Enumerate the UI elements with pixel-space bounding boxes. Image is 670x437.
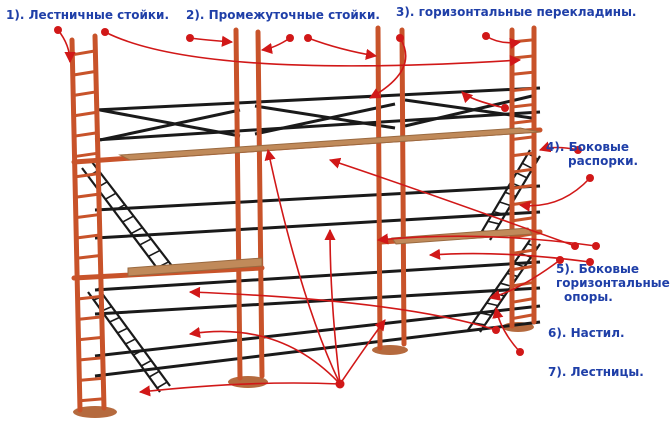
label-side-braces: 4). Боковые распорки. (546, 140, 638, 168)
label-text-line2: горизонтальные (556, 276, 670, 290)
ladder-rung (511, 119, 535, 125)
stair-step (156, 381, 168, 389)
ladder-rung (511, 151, 535, 158)
ladder-rung (76, 253, 101, 260)
ladder-rung (79, 376, 104, 382)
label-text: Лестничные стойки. (28, 8, 169, 22)
label-number: 6). (548, 326, 567, 340)
ladder-rung (75, 213, 100, 220)
label-number: 2). (186, 8, 205, 22)
ladder-rung (511, 167, 535, 174)
ladder-rung (511, 70, 535, 76)
ladder-rung (511, 54, 535, 60)
label-number: 1). (6, 8, 25, 22)
ladder-rung (72, 90, 97, 97)
stair-step (113, 203, 126, 212)
ladder-rung (76, 233, 101, 240)
label-text: Боковые (568, 140, 629, 154)
ladder-standards (69, 25, 537, 413)
ladder-rung (74, 172, 99, 179)
stair-step (513, 262, 525, 268)
ladder-rung (73, 131, 98, 138)
stair-step (130, 226, 143, 235)
label-side-horizontal-supports: 5). Боковые горизонтальные опоры. (556, 262, 670, 304)
ladder-rung (511, 86, 535, 93)
stair-step (493, 210, 506, 216)
ladder-rung (79, 397, 104, 403)
label-number: 7). (548, 365, 567, 379)
label-ladder-standards: 1). Лестничные стойки. (6, 8, 169, 22)
intermediate-standards (233, 25, 407, 381)
stair-step (125, 338, 136, 345)
label-text: Лестницы. (570, 365, 644, 379)
label-deck: 6). Настил. (548, 326, 625, 340)
ladder-rung (511, 248, 535, 255)
ladder-rung (72, 69, 97, 77)
label-text: горизонтальные перекладины. (418, 5, 637, 19)
callout-dots (54, 26, 600, 389)
ladder-rung (75, 192, 100, 199)
stair-step (140, 359, 152, 367)
label-text: Промежуточные стойки. (208, 8, 380, 22)
ladder-rung (511, 313, 535, 321)
label-text: Боковые (578, 262, 639, 276)
stair-step (500, 282, 512, 288)
stair-step (105, 192, 117, 200)
stair-step (147, 249, 161, 258)
stair-step (117, 327, 128, 334)
ladder-rung (511, 264, 535, 272)
stair-step (499, 201, 511, 207)
frame-beams (71, 127, 543, 281)
ladder-rung (511, 199, 535, 207)
label-number: 5). (556, 262, 575, 276)
ladder-rung (77, 315, 102, 321)
stair-step (472, 322, 485, 326)
ladder-rung (511, 102, 535, 109)
ladder-rung (74, 151, 99, 159)
ladder-rung (73, 110, 98, 118)
stair-step (132, 349, 144, 356)
ladder-rung (78, 335, 103, 342)
label-horizontal-crossbars: 3). горизонтальные перекладины. (396, 5, 637, 19)
stair-step (122, 215, 134, 223)
label-text-line2: распорки. (568, 154, 639, 168)
callout-arrows (57, 29, 597, 397)
ladder-rung (511, 135, 535, 142)
stair-step (109, 316, 120, 323)
ladder-rung (511, 38, 535, 44)
stair-step (139, 238, 152, 246)
stair-step (487, 220, 500, 225)
label-number: 4). (546, 140, 565, 154)
ladder-rung (72, 49, 96, 57)
ladder-rung (511, 216, 535, 223)
label-intermediate-standards: 2). Промежуточные стойки. (186, 8, 380, 22)
stair-step (486, 302, 499, 307)
label-text-line3: опоры. (564, 290, 613, 304)
stair-step (521, 162, 533, 170)
label-text: Настил. (570, 326, 625, 340)
ladder-rung (78, 356, 103, 362)
label-ladders: 7). Лестницы. (548, 365, 644, 379)
ladder-rung (77, 294, 102, 301)
stair-step (148, 370, 160, 378)
stair-step (479, 312, 492, 317)
ladder-rung (511, 297, 535, 304)
ladder-rung (511, 183, 535, 190)
stair-step (516, 172, 528, 179)
label-number: 3). (396, 5, 415, 19)
